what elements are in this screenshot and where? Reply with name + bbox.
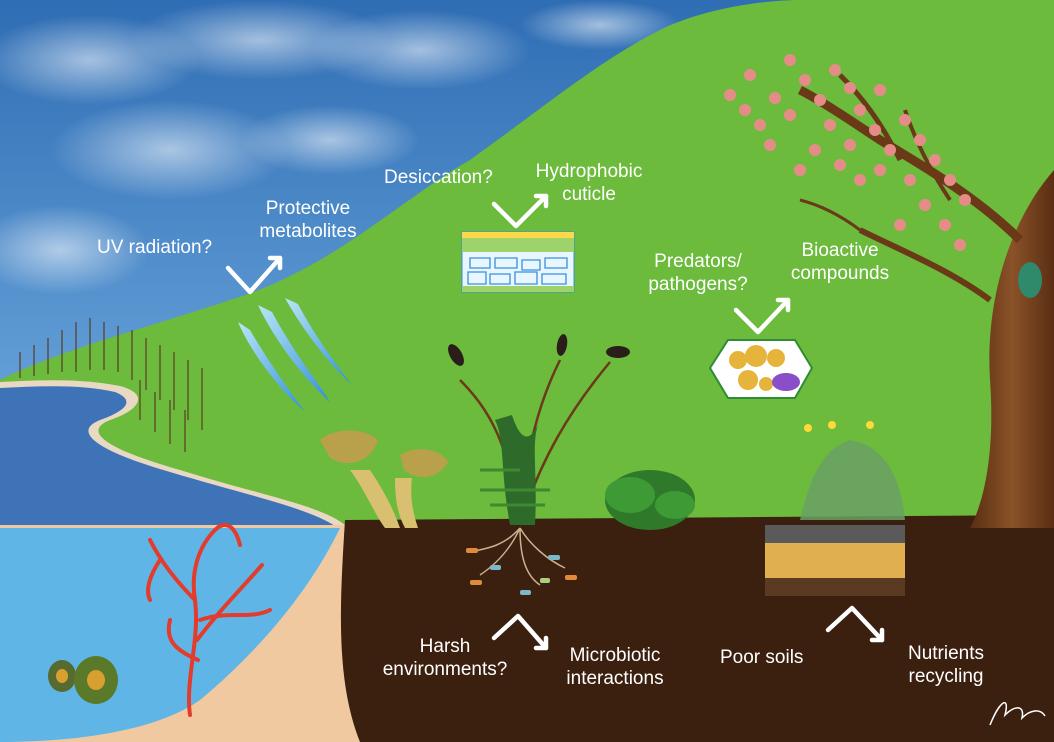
liverwort (605, 470, 695, 530)
label-harsh-answer: Microbiotic interactions (550, 644, 680, 690)
label-desiccation-question: Desiccation? (384, 166, 493, 189)
label-harsh-question: Harsh environments? (380, 635, 510, 681)
label-soils-question: Poor soils (720, 646, 803, 669)
soil (341, 515, 1054, 742)
leaf-cuticle-cross-section-icon (462, 232, 574, 292)
label-uv-answer: Protective metabolites (248, 197, 368, 243)
label-predators-answer: Bioactive compounds (782, 239, 898, 285)
label-predators-question: Predators/ pathogens? (632, 250, 764, 296)
label-soils-answer: Nutrients recycling (890, 642, 1002, 688)
label-uv-question: UV radiation? (97, 236, 212, 259)
label-desiccation-answer: Hydrophobic cuticle (527, 160, 651, 206)
metabolite-cell-icon (710, 340, 812, 398)
